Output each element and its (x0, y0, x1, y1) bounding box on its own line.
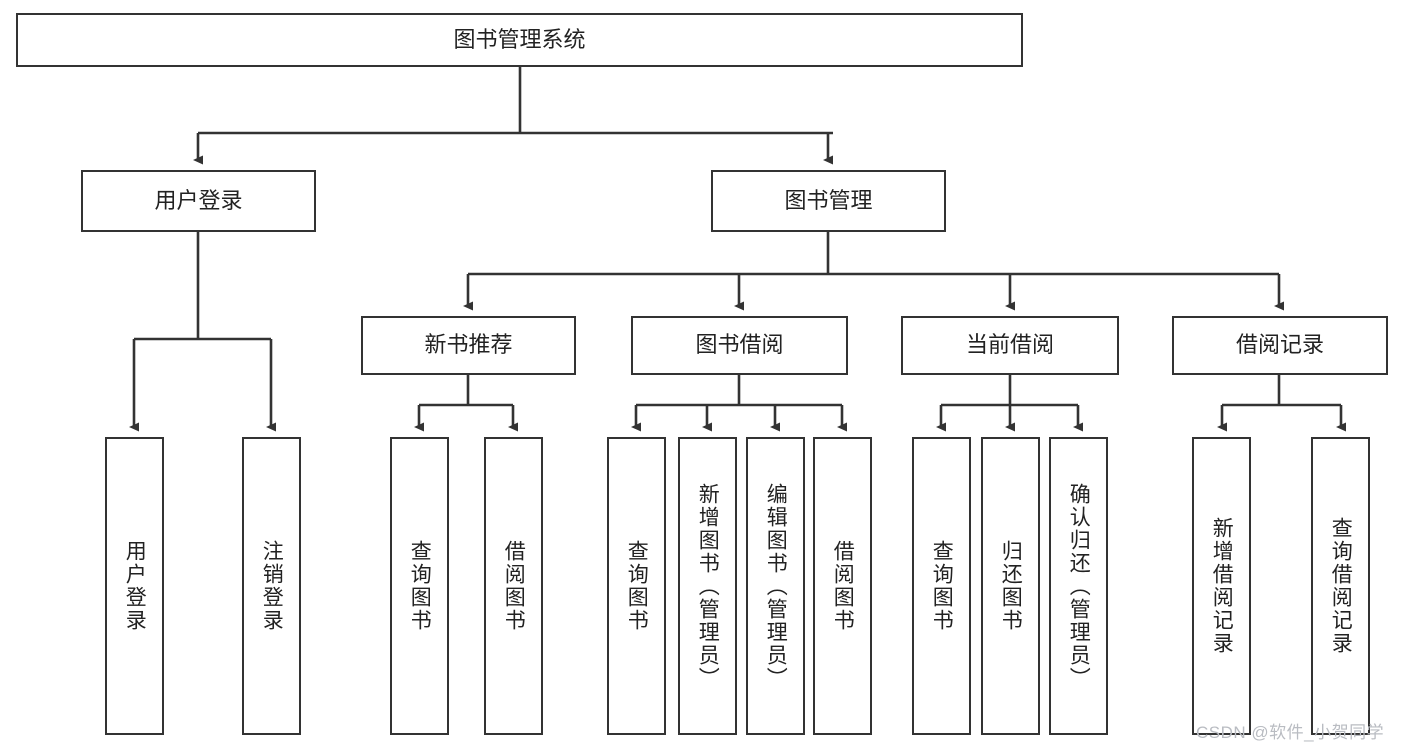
node-label: 借阅图书 (831, 540, 855, 632)
node-label: 编辑图书（管理员） (764, 482, 788, 690)
node-user-login[interactable]: 用户登录 (81, 170, 316, 232)
node-label: 图书借阅 (695, 332, 784, 358)
leaf-book-borrow-borrow-book[interactable]: 借阅图书 (813, 437, 872, 735)
leaf-book-borrow-add-book-admin[interactable]: 新增图书（管理员） (678, 437, 737, 735)
leaf-borrow-record-query-record[interactable]: 查询借阅记录 (1311, 437, 1370, 735)
node-label: 新增借阅记录 (1210, 517, 1234, 655)
edge-user-login-to-leaves (129, 232, 276, 432)
node-label: 注销登录 (260, 540, 284, 632)
node-label: 用户登录 (123, 540, 147, 632)
node-book-management[interactable]: 图书管理 (711, 170, 946, 232)
node-label: 新增图书（管理员） (696, 482, 720, 690)
leaf-current-borrow-query-book[interactable]: 查询图书 (912, 437, 971, 735)
leaf-user-login-logout[interactable]: 注销登录 (242, 437, 301, 735)
leaf-current-borrow-return-book[interactable]: 归还图书 (981, 437, 1040, 735)
leaf-current-borrow-confirm-return-admin[interactable]: 确认归还（管理员） (1049, 437, 1108, 735)
node-label: 用户登录 (154, 187, 243, 213)
node-label: 查询图书 (408, 540, 432, 632)
node-borrow-record[interactable]: 借阅记录 (1172, 316, 1388, 375)
edge-new-book-to-leaves (414, 375, 518, 432)
edge-root-to-level2 (193, 67, 833, 165)
node-label: 查询借阅记录 (1329, 517, 1353, 655)
watermark-text: CSDN @软件_小贺同学 (1196, 723, 1385, 742)
leaf-user-login-login[interactable]: 用户登录 (105, 437, 164, 735)
edge-borrow-record-to-leaves (1217, 375, 1346, 432)
edge-current-borrow-to-leaves (936, 375, 1083, 432)
node-label: 借阅记录 (1235, 332, 1324, 358)
leaf-book-borrow-query-book[interactable]: 查询图书 (607, 437, 666, 735)
leaf-new-book-borrow-book[interactable]: 借阅图书 (484, 437, 543, 735)
edge-book-manage-to-level3 (463, 232, 1284, 311)
node-new-book-recommend[interactable]: 新书推荐 (361, 316, 576, 375)
node-label: 图书管理系统 (453, 26, 586, 52)
leaf-borrow-record-add-record[interactable]: 新增借阅记录 (1192, 437, 1251, 735)
node-label: 图书管理 (784, 187, 873, 213)
node-label: 查询图书 (930, 540, 954, 632)
node-label: 借阅图书 (502, 540, 526, 632)
node-label: 确认归还（管理员） (1067, 482, 1091, 690)
edge-book-borrow-to-leaves (631, 375, 847, 432)
node-root-book-management-system[interactable]: 图书管理系统 (16, 13, 1023, 67)
node-label: 查询图书 (625, 540, 649, 632)
leaf-book-borrow-edit-book-admin[interactable]: 编辑图书（管理员） (746, 437, 805, 735)
csdn-watermark: CSDN @软件_小贺同学 (1196, 718, 1384, 743)
node-label: 归还图书 (999, 540, 1023, 632)
leaf-new-book-query-book[interactable]: 查询图书 (390, 437, 449, 735)
node-label: 当前借阅 (965, 332, 1054, 358)
node-current-borrow[interactable]: 当前借阅 (901, 316, 1119, 375)
node-label: 新书推荐 (424, 332, 513, 358)
node-book-borrow[interactable]: 图书借阅 (631, 316, 848, 375)
